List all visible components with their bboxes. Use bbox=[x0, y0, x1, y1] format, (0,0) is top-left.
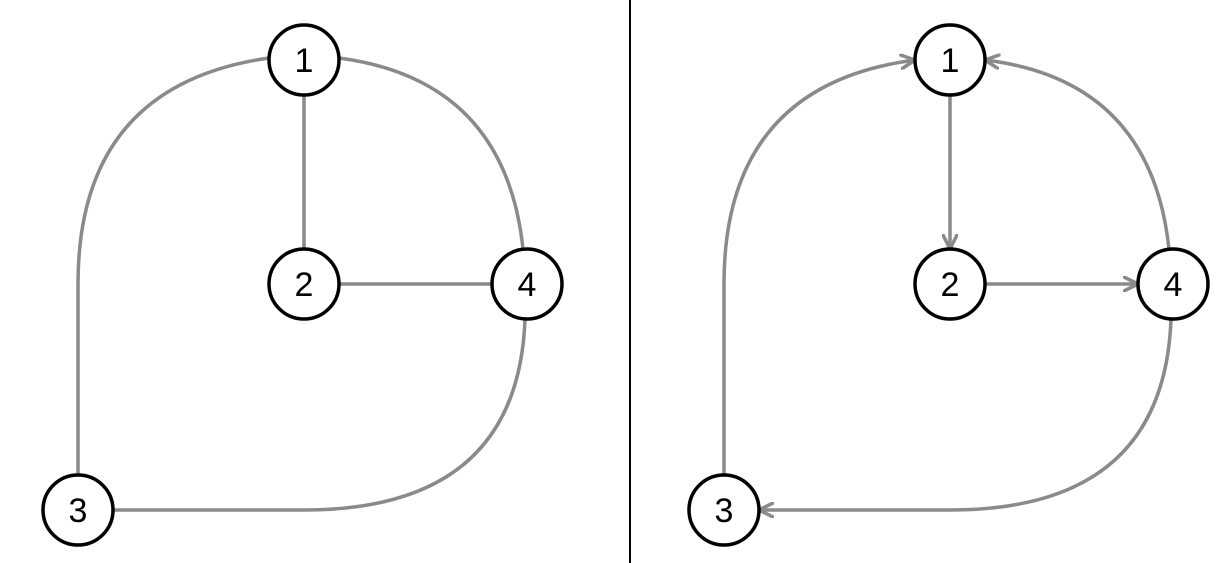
right-node-3-circle bbox=[687, 473, 761, 547]
right-node-1: 1 bbox=[913, 23, 987, 97]
right-node-2: 2 bbox=[913, 247, 987, 321]
left-node-1-circle bbox=[267, 23, 341, 97]
undirected-graph-panel: 1 2 3 4 bbox=[41, 23, 564, 547]
left-node-2-circle bbox=[267, 247, 341, 321]
left-node-1: 1 bbox=[267, 23, 341, 97]
right-node-2-label: 2 bbox=[941, 266, 960, 304]
right-node-2-circle bbox=[913, 247, 987, 321]
directed-graph-panel: 1 2 3 4 bbox=[687, 23, 1210, 547]
left-node-2: 2 bbox=[267, 247, 341, 321]
left-edge-4-3 bbox=[111, 317, 527, 512]
left-node-3-circle bbox=[41, 473, 115, 547]
right-node-1-label: 1 bbox=[941, 42, 960, 80]
right-node-4-label: 4 bbox=[1164, 266, 1183, 304]
left-node-4-circle bbox=[490, 247, 564, 321]
right-edge-4-3 bbox=[757, 317, 1173, 510]
left-node-1-label: 1 bbox=[295, 42, 314, 80]
right-node-3-label: 3 bbox=[715, 492, 734, 530]
right-node-4: 4 bbox=[1136, 247, 1210, 321]
right-edge-3-1 bbox=[722, 60, 917, 477]
left-edge-1-3 bbox=[76, 56, 271, 477]
left-edge-1-4 bbox=[337, 56, 525, 251]
right-edge-4-1 bbox=[983, 60, 1171, 251]
left-node-4-label: 4 bbox=[518, 266, 537, 304]
left-node-2-label: 2 bbox=[295, 266, 314, 304]
right-node-3: 3 bbox=[687, 473, 761, 547]
left-node-4: 4 bbox=[490, 247, 564, 321]
left-node-3: 3 bbox=[41, 473, 115, 547]
left-node-3-label: 3 bbox=[69, 492, 88, 530]
right-node-4-circle bbox=[1136, 247, 1210, 321]
right-node-1-circle bbox=[913, 23, 987, 97]
